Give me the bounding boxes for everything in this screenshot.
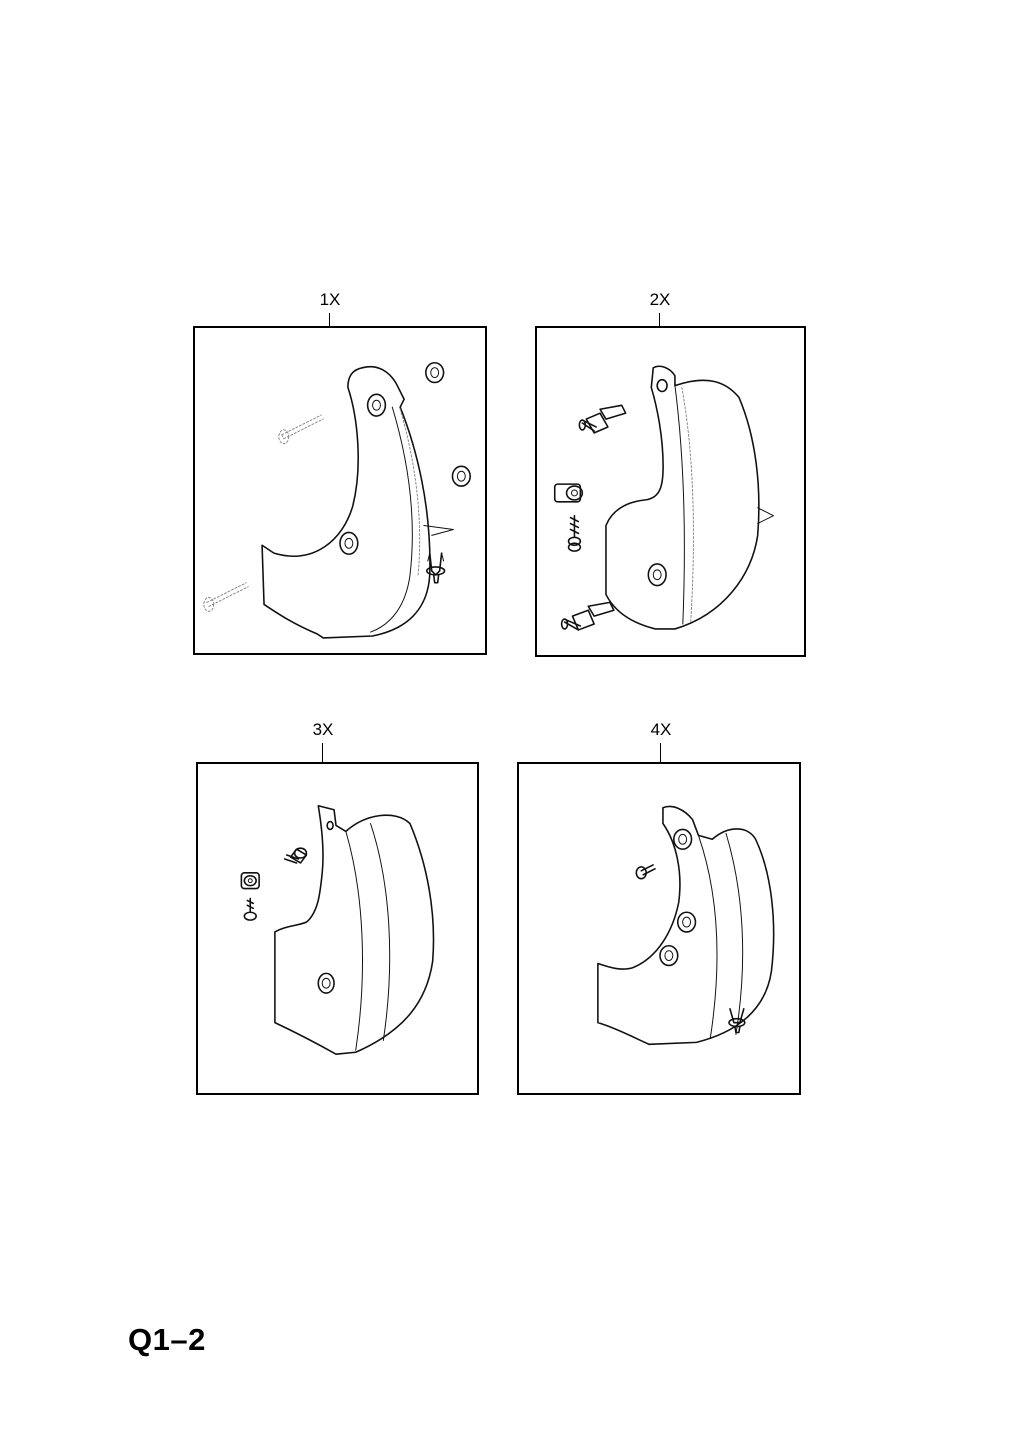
push-clip-4x: [728, 1008, 746, 1034]
panel-1-label: 1X: [319, 290, 341, 309]
mudflap-4x-drawing: [597, 805, 775, 1046]
mudflap-1x-edge: [370, 406, 413, 633]
mudflap-2x-hole-top: [656, 378, 668, 393]
mudflap-3x-body: [274, 804, 435, 1055]
panel-3x: [196, 762, 479, 1095]
mudflap-4x-edge-inner: [725, 832, 744, 1035]
mudflap-4x-hole-bottom: [659, 944, 679, 967]
mudflap-4x-edge: [697, 834, 718, 1039]
panel-2-label: 2X: [649, 290, 671, 309]
mudflap-4x-hole-top: [673, 828, 693, 850]
clip-nut-2x: [553, 483, 584, 503]
panel-2-leader: [659, 313, 660, 327]
panel-4x: [517, 762, 801, 1095]
mudflap-2x-edge: [674, 385, 685, 625]
mudflap-1x-drawing: [203, 361, 471, 639]
mudflap-4x-body: [597, 805, 775, 1046]
spacer-1x-middle: [451, 465, 471, 487]
mudflap-2x-body: [605, 365, 760, 630]
screw-2x: [567, 514, 582, 552]
push-clip-1x: [426, 552, 446, 584]
mudflap-1x-tab: [423, 525, 454, 536]
mudflap-2x-hole-bottom: [647, 563, 667, 587]
mudflap-4x-hole-middle: [676, 911, 697, 933]
panel-1x: [193, 326, 487, 655]
panel-4-label: 4X: [650, 720, 672, 739]
panel-3-label: 3X: [312, 720, 334, 739]
mudflap-1x-hole-top: [366, 393, 387, 417]
mudflap-3x-hole-bottom: [317, 972, 335, 994]
mudflap-3x-drawing: [240, 804, 435, 1055]
clip-nut-3x: [240, 872, 260, 890]
page-code: Q1–2: [128, 1322, 206, 1357]
screw-1x-bottom-ghost: [203, 582, 249, 612]
push-rivet-2x-bottom: [560, 601, 615, 631]
mudflap-1x-edge-inner: [399, 408, 421, 578]
mudflap-3x-edge-inner: [370, 823, 391, 1041]
mudflap-1x-hole-bottom: [339, 531, 359, 555]
screw-1x-top-ghost: [278, 414, 324, 445]
mudflap-2x-tab: [757, 507, 774, 525]
mudflap-2x-drawing: [553, 365, 774, 631]
mudflap-3x-edge: [345, 830, 363, 1051]
panel-3-leader: [322, 743, 323, 763]
screw-3x: [243, 897, 257, 921]
push-clip-3x: [283, 847, 308, 864]
panel-1-leader: [329, 313, 330, 327]
mudflap-3x-hole-top: [326, 820, 334, 831]
screw-4x: [635, 864, 656, 880]
panel-4-leader: [660, 743, 661, 763]
mudflap-2x-edge-inner: [681, 387, 694, 623]
panel-2x: [535, 326, 806, 657]
mudflap-1x-body: [261, 365, 431, 639]
push-rivet-2x-top: [578, 404, 627, 434]
spacer-1x-top: [425, 361, 445, 384]
